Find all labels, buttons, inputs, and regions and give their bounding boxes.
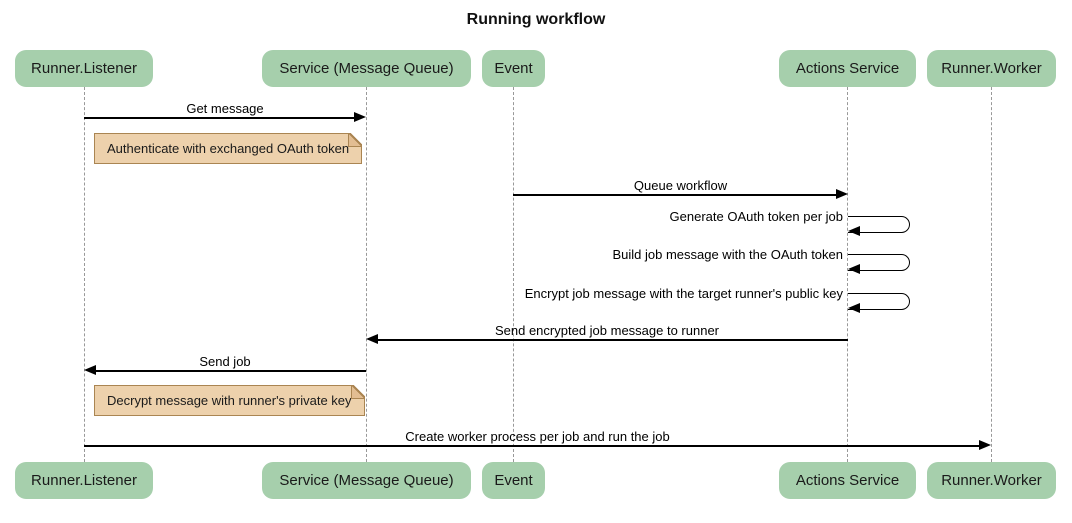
- message-line-create-worker: [84, 445, 979, 447]
- note-fold-icon: [348, 133, 363, 147]
- message-label-get-message: Get message: [186, 101, 264, 116]
- actor-top-actions-service: Actions Service: [779, 50, 916, 87]
- arrowhead-left-icon: [848, 264, 860, 274]
- actor-top-event: Event: [482, 50, 545, 87]
- actor-top-runner-worker: Runner.Worker: [927, 50, 1056, 87]
- actor-label: Runner.Worker: [941, 472, 1042, 489]
- lifeline-service-message-queue: [366, 87, 367, 462]
- actor-label: Runner.Listener: [31, 472, 137, 489]
- arrowhead-right-icon: [979, 440, 991, 450]
- message-label-send-job: Send job: [199, 354, 251, 369]
- message-label-generate-oauth-token: Generate OAuth token per job: [669, 209, 843, 224]
- lifeline-runner-listener: [84, 87, 85, 462]
- lifeline-event: [513, 87, 514, 462]
- diagram-title: Running workflow: [466, 11, 606, 28]
- arrowhead-left-icon: [848, 303, 860, 313]
- lifeline-runner-worker: [991, 87, 992, 462]
- actor-label: Event: [494, 60, 533, 77]
- actor-bottom-actions-service: Actions Service: [779, 462, 916, 499]
- message-line-queue-workflow: [513, 194, 836, 196]
- actor-label: Actions Service: [795, 472, 900, 489]
- message-line-send-job: [96, 370, 366, 372]
- lifeline-actions-service: [847, 87, 848, 462]
- arrowhead-right-icon: [354, 112, 366, 122]
- actor-label: Service (Message Queue): [279, 60, 454, 77]
- self-loop-build-job-message: [848, 254, 910, 271]
- actor-label: Actions Service: [795, 60, 900, 77]
- arrowhead-left-icon: [84, 365, 96, 375]
- actor-label: Runner.Worker: [941, 60, 1042, 77]
- actor-bottom-event: Event: [482, 462, 545, 499]
- note-authenticate: Authenticate with exchanged OAuth token: [94, 133, 363, 164]
- message-label-create-worker: Create worker process per job and run th…: [405, 429, 670, 444]
- actor-bottom-runner-worker: Runner.Worker: [927, 462, 1056, 499]
- actor-label: Runner.Listener: [31, 60, 137, 77]
- actor-top-service-message-queue: Service (Message Queue): [262, 50, 471, 87]
- message-label-build-job-message: Build job message with the OAuth token: [612, 247, 843, 262]
- actor-bottom-service-message-queue: Service (Message Queue): [262, 462, 471, 499]
- actor-label: Event: [494, 472, 533, 489]
- message-line-get-message: [84, 117, 354, 119]
- note-fold-icon: [350, 385, 365, 399]
- actor-top-runner-listener: Runner.Listener: [15, 50, 153, 87]
- message-label-encrypt-job-message: Encrypt job message with the target runn…: [524, 286, 843, 301]
- note-text: Decrypt message with runner's private ke…: [107, 393, 352, 408]
- arrowhead-left-icon: [366, 334, 378, 344]
- note-text: Authenticate with exchanged OAuth token: [107, 141, 350, 156]
- self-loop-encrypt-job-message: [848, 293, 910, 310]
- arrowhead-left-icon: [848, 226, 860, 236]
- message-label-queue-workflow: Queue workflow: [633, 178, 728, 193]
- message-label-send-encrypted-job: Send encrypted job message to runner: [494, 323, 720, 338]
- message-line-send-encrypted-job: [378, 339, 848, 341]
- note-decrypt: Decrypt message with runner's private ke…: [94, 385, 365, 416]
- self-loop-generate-oauth-token: [848, 216, 910, 233]
- actor-label: Service (Message Queue): [279, 472, 454, 489]
- arrowhead-right-icon: [836, 189, 848, 199]
- actor-bottom-runner-listener: Runner.Listener: [15, 462, 153, 499]
